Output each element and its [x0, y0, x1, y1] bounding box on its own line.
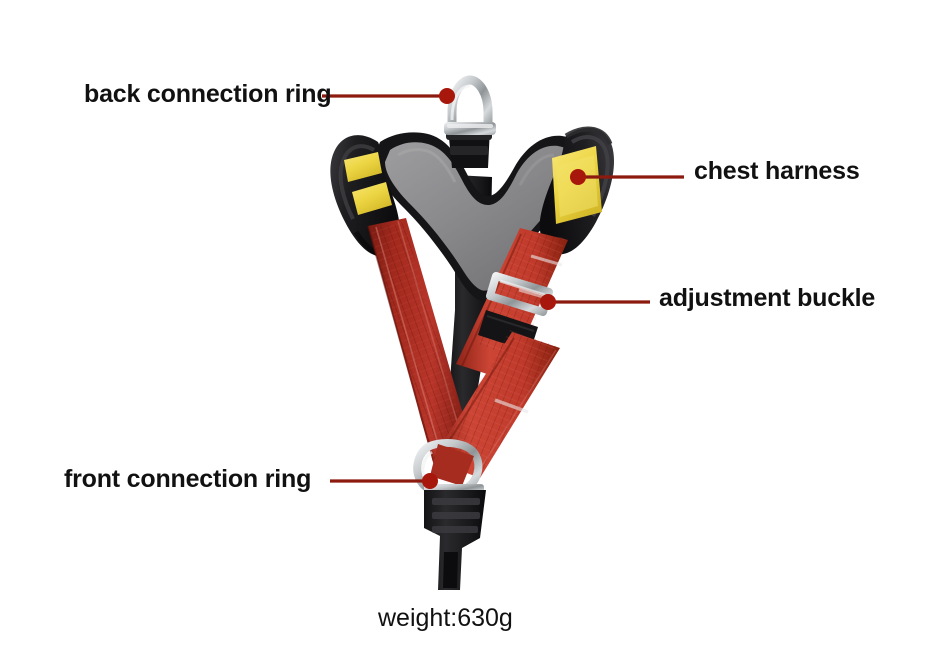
weight-label: weight:630g	[378, 604, 513, 632]
back-plate	[374, 132, 591, 302]
reflective-patch	[352, 182, 392, 215]
bottom-webbing-tail	[424, 490, 486, 590]
leader-dot-back-connection-ring	[439, 88, 455, 104]
leader-dots	[422, 88, 586, 489]
callout-label-front-connection-ring: front connection ring	[64, 465, 312, 493]
right-shoulder-pad	[539, 126, 615, 255]
callout-label-back-connection-ring: back connection ring	[84, 80, 332, 108]
reflective-patch	[344, 152, 382, 182]
callout-label-adjustment-buckle: adjustment buckle	[659, 284, 876, 312]
leader-dot-chest-harness	[570, 169, 586, 185]
leader-lines	[322, 94, 684, 483]
leader-dot-adjustment-buckle	[540, 294, 556, 310]
callout-label-chest-harness: chest harness	[694, 157, 860, 185]
leader-dot-front-connection-ring	[422, 473, 438, 489]
